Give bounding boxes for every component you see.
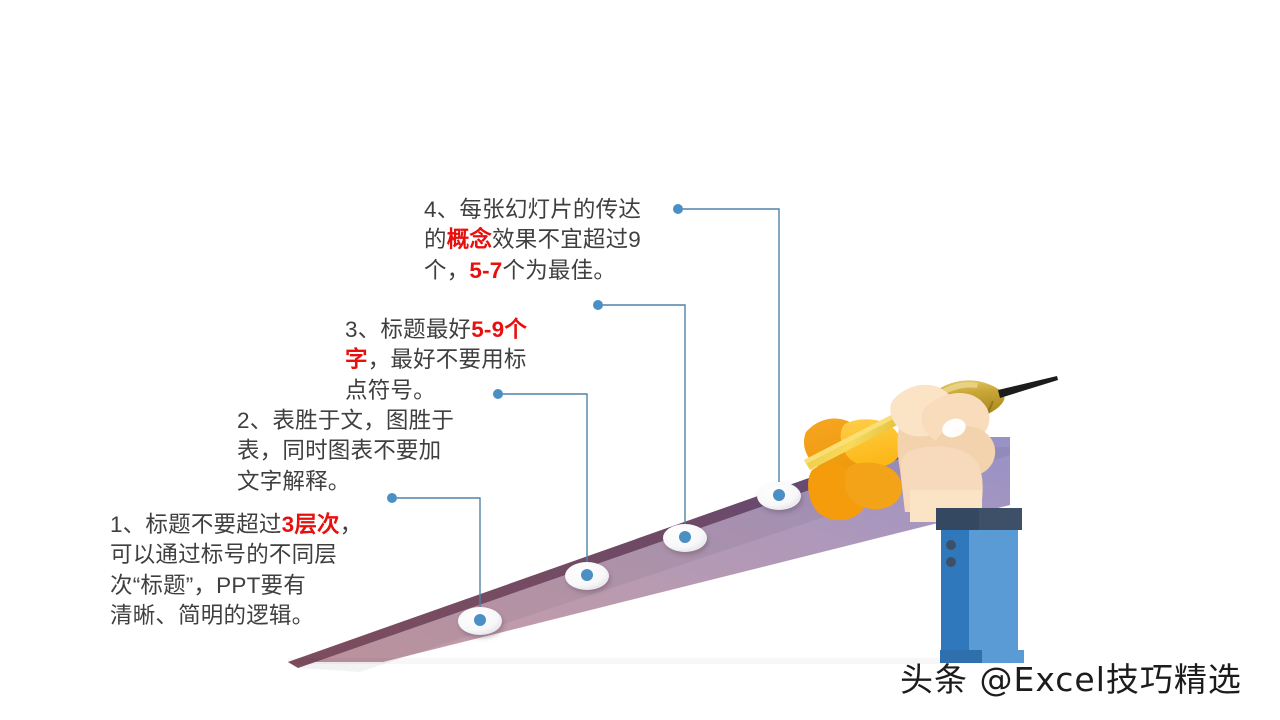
note-1-text: 1、标题不要超过3层次， 可以通过标号的不同层 次“标题”，PPT要有 清晰、简… [110, 512, 362, 629]
connector-line-2 [498, 393, 588, 573]
note-block-2: 2、表胜于文，图胜于 表，同时图表不要加 文字解释。 [237, 375, 497, 497]
sleeve-button-bottom [946, 557, 956, 567]
watermark-bar [940, 650, 1024, 663]
ramp-marker-3 [663, 524, 707, 552]
body-text: 个为最佳。 [502, 257, 617, 283]
hand-holding-dart-illustration [803, 376, 1058, 662]
note-block-1: 1、标题不要超过3层次， 可以通过标号的不同层 次“标题”，PPT要有 清晰、简… [110, 479, 395, 632]
connector-line-1 [392, 497, 481, 618]
highlighted-text: 5-7 [469, 257, 503, 283]
highlighted-text: 5-9个 字 [345, 316, 528, 373]
body-text: ，最好不要用标 点符号。 [345, 347, 527, 403]
ramp-marker-2 [565, 562, 609, 590]
connector-line-3 [598, 304, 686, 535]
ramp-marker-4 [757, 482, 801, 510]
note-block-3: 3、标题最好5-9个 字，最好不要用标 点符号。 [345, 284, 595, 406]
dart-barrel-icon [926, 380, 1005, 421]
note-4-text: 4、每张幻灯片的传达 的概念效果不宜超过9 个，5-7个为最佳。 [424, 197, 641, 283]
body-text: 效果不宜超过9 个， [424, 227, 642, 283]
body-text: 4、每张幻灯片的传达 的 [424, 196, 642, 253]
dart-flight-icon [803, 418, 903, 521]
note-block-4: 4、每张幻灯片的传达 的概念效果不宜超过9 个，5-7个为最佳。 [424, 164, 686, 286]
body-text: 2、表胜于文，图胜于 表，同时图表不要加 文字解释。 [237, 407, 455, 494]
ramp-marker-1 [458, 607, 502, 635]
body-text: ， 可以通过标号的不同层 次“标题”，PPT要有 清晰、简明的逻辑。 [110, 511, 363, 629]
dart-shaft-icon [804, 393, 940, 470]
highlighted-text: 3层次 [281, 511, 340, 537]
body-text: 3、标题最好 [345, 316, 472, 342]
body-text: 1、标题不要超过 [110, 511, 282, 537]
dart-tip-icon [998, 376, 1058, 398]
note-2-text: 2、表胜于文，图胜于 表，同时图表不要加 文字解释。 [237, 408, 454, 494]
sleeve-button-top [946, 540, 956, 550]
watermark-text: 头条 @Excel技巧精选 [900, 660, 1242, 699]
hand-icon [890, 384, 996, 522]
note-3-text: 3、标题最好5-9个 字，最好不要用标 点符号。 [345, 317, 527, 403]
ramp-markers [458, 482, 801, 635]
highlighted-text: 概念 [446, 227, 493, 252]
sleeve-icon [936, 508, 1022, 662]
connector-line-4 [678, 208, 780, 493]
